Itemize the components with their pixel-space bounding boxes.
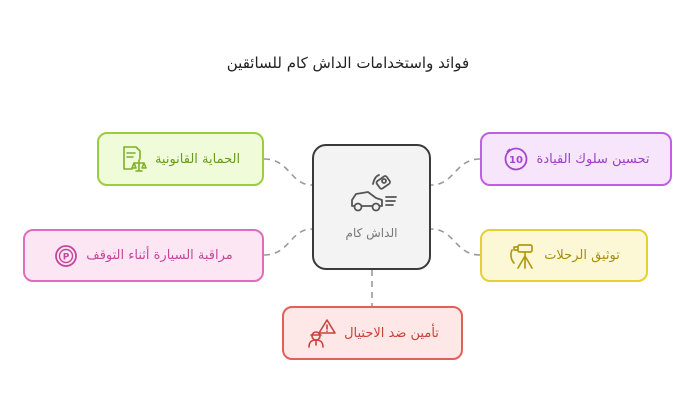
svg-text:10: 10 [509,155,523,166]
trip-documentation-label: توثيق الرحلات [544,248,620,263]
svg-text:P: P [63,252,70,262]
connector-legal [263,158,313,186]
driving-behavior-label: تحسين سلوك القيادة [536,151,650,167]
parking-monitoring-label: مراقبة السيارة أثناء التوقف [86,248,233,263]
warning-thief-icon [306,318,336,348]
node-legal-protection: الحماية القانونية [97,132,264,186]
node-fraud-insurance: تأمين ضد الاحتيال [282,306,463,360]
connector-trips [430,228,481,256]
legal-protection-label: الحماية القانونية [154,151,241,167]
node-trip-documentation: توثيق الرحلات [480,229,648,282]
parking-sign-icon: P [54,244,78,268]
legal-document-scale-icon [121,145,147,173]
node-driving-behavior: تحسين سلوك القيادة 10 [480,132,672,186]
center-label: الداش كام [345,226,398,240]
center-node: الداش كام [312,144,431,270]
car-camera-icon [346,170,400,220]
speed-limit-10-icon: 10 [503,146,529,172]
fraud-insurance-label: تأمين ضد الاحتيال [344,325,439,341]
connector-parking [263,228,313,256]
diagram-title: فوائد واستخدامات الداش كام للسائقين [226,54,470,72]
connector-behavior [430,158,481,186]
node-parking-monitoring: مراقبة السيارة أثناء التوقف P [23,229,264,282]
tripod-camera-icon [508,242,536,270]
